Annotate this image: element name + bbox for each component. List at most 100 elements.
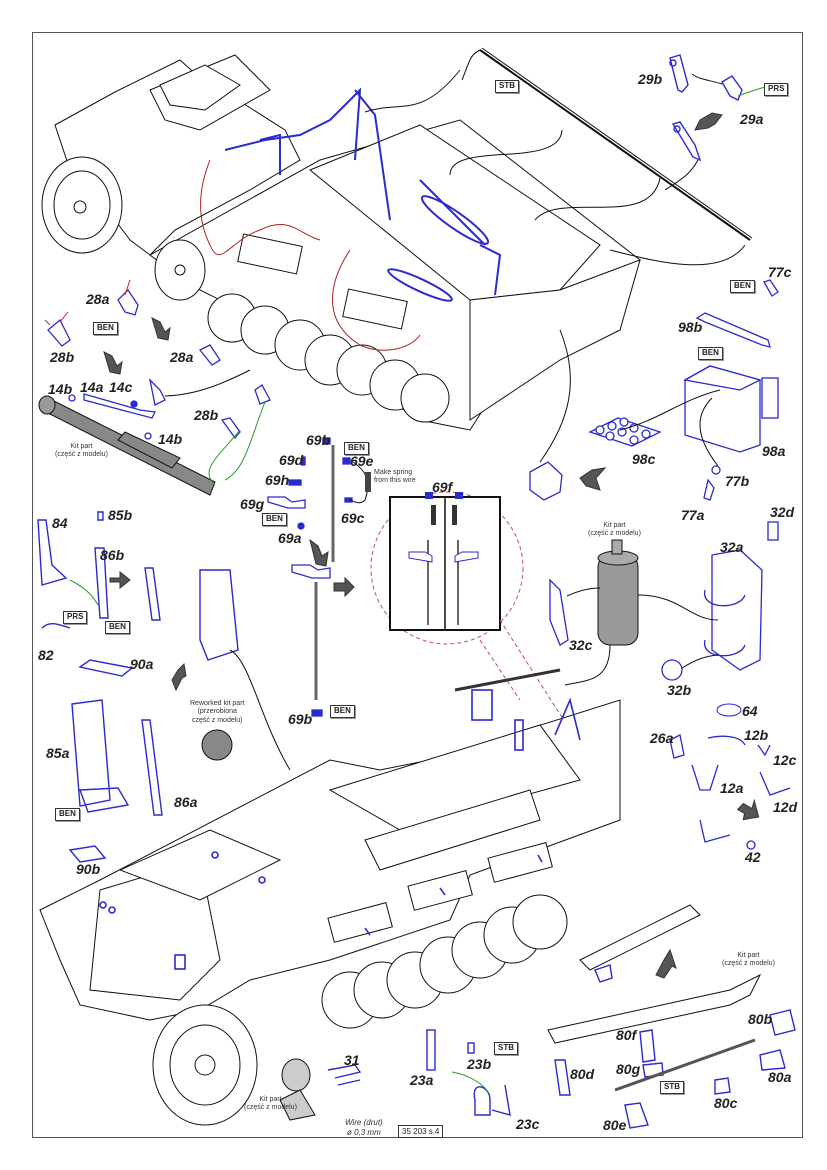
part-85b: 85b (108, 507, 133, 523)
part-80f: 80f (616, 1027, 637, 1043)
part-31: 31 (344, 1052, 360, 1068)
ben-tag-86b: BEN (105, 621, 130, 634)
bracket-29 (669, 54, 743, 162)
part-32d: 32d (770, 504, 795, 520)
part-12b: 12b (744, 727, 769, 743)
mg-tripod-bar (614, 1038, 756, 1092)
part-29a: 29a (740, 111, 764, 127)
note-kit-part-mg: Kit part(część z modelu) (722, 952, 775, 968)
photoetch-85-86-90 (37, 511, 239, 863)
part-12d: 12d (773, 799, 798, 815)
part-23c: 23c (516, 1116, 540, 1132)
part-80d: 80d (570, 1066, 595, 1082)
part-42: 42 (745, 849, 761, 865)
ben-tag-69b-bottom: BEN (330, 705, 355, 718)
part-14b-1: 14b (48, 381, 73, 397)
stb-tag-23b: STB (494, 1042, 518, 1055)
ben-tag-69g: BEN (262, 513, 287, 526)
photoetch-32 (549, 521, 779, 681)
mg-top (454, 668, 561, 692)
bottom-interior-photoetch (99, 689, 581, 970)
part-69g: 69g (240, 496, 265, 512)
detail-circle-69f (370, 491, 571, 731)
part-84: 84 (52, 515, 68, 531)
part-12a: 12a (720, 780, 744, 796)
part-26a: 26a (650, 730, 674, 746)
part-69a: 69a (278, 530, 302, 546)
muffler-kit-part (38, 395, 216, 496)
direction-arrow-icon (309, 538, 329, 567)
part-12c: 12c (773, 752, 797, 768)
part-77b: 77b (725, 473, 750, 489)
part-77c: 77c (768, 264, 792, 280)
stb-tag-top: STB (495, 80, 519, 93)
top-halftrack (41, 54, 642, 431)
red-bend-arrows (44, 279, 131, 326)
part-80a: 80a (768, 1069, 792, 1085)
note-kit-part-31: Kit part(część z modelu) (244, 1096, 297, 1112)
photoetch-80 (554, 964, 796, 1129)
part-29b: 29b (638, 71, 663, 87)
direction-arrow-icon (333, 576, 355, 598)
direction-arrow-icon (736, 798, 760, 821)
road-wheels-top (207, 293, 450, 423)
washer-64 (716, 703, 742, 717)
part-28a-2: 28a (170, 349, 194, 365)
part-77a: 77a (681, 507, 705, 523)
ben-tag-28: BEN (93, 322, 118, 335)
bottom-halftrack (39, 699, 621, 1126)
extinguisher-kit-part (597, 539, 639, 646)
lever-69 (267, 437, 353, 717)
part-69h: 69h (265, 472, 290, 488)
part-23a: 23a (410, 1072, 434, 1088)
direction-arrow-icon (109, 570, 131, 590)
direction-arrow-icon (171, 662, 187, 692)
part-86b: 86b (100, 547, 125, 563)
mg-kit-part (547, 904, 762, 1044)
direction-arrow-icon (103, 351, 123, 375)
part-32b: 32b (667, 682, 692, 698)
part-28b-1: 28b (50, 349, 75, 365)
part-98b: 98b (678, 319, 703, 335)
prs-tag-86b: PRS (63, 611, 88, 624)
part-64: 64 (742, 703, 758, 719)
note-kit-part-32: Kit part(część z modelu) (588, 522, 641, 538)
ben-tag-85a: BEN (55, 808, 80, 821)
top-rail-stb (364, 47, 753, 266)
photoetch-28-14 (47, 288, 271, 440)
top-wire-harness (200, 159, 421, 351)
direction-arrow-icon (655, 948, 677, 979)
part-80g: 80g (616, 1061, 641, 1077)
part-28a-1: 28a (86, 291, 110, 307)
ben-tag-69b-top: BEN (344, 442, 369, 455)
part-80c: 80c (714, 1095, 738, 1111)
photoetch-31-23 (327, 1029, 511, 1116)
part-69f: 69f (432, 479, 453, 495)
part-23b: 23b (467, 1056, 492, 1072)
part-14a: 14a (80, 379, 104, 395)
ben-tag-98a: BEN (698, 347, 723, 360)
part-32a: 32a (720, 539, 744, 555)
part-86a: 86a (174, 794, 198, 810)
part-69c: 69c (341, 510, 365, 526)
part-69e: 69e (350, 453, 374, 469)
sheet-code: 35 203 s.4 (398, 1125, 444, 1138)
photoetch-12 (669, 734, 791, 850)
headlight-kit-part (279, 1058, 316, 1121)
part-90a: 90a (130, 656, 154, 672)
part-69d: 69d (279, 452, 304, 468)
direction-arrow-icon (579, 467, 607, 491)
prs-tag-top: PRS (764, 83, 789, 96)
part-85a: 85a (46, 745, 70, 761)
ben-tag-77c: BEN (730, 280, 755, 293)
part-90b: 90b (76, 861, 101, 877)
part-98c: 98c (632, 451, 656, 467)
part-28b-2: 28b (194, 407, 219, 423)
part-14c: 14c (109, 379, 133, 395)
part-14b-2: 14b (158, 431, 183, 447)
part-80b: 80b (748, 1011, 773, 1027)
stb-tag-80: STB (660, 1081, 684, 1094)
